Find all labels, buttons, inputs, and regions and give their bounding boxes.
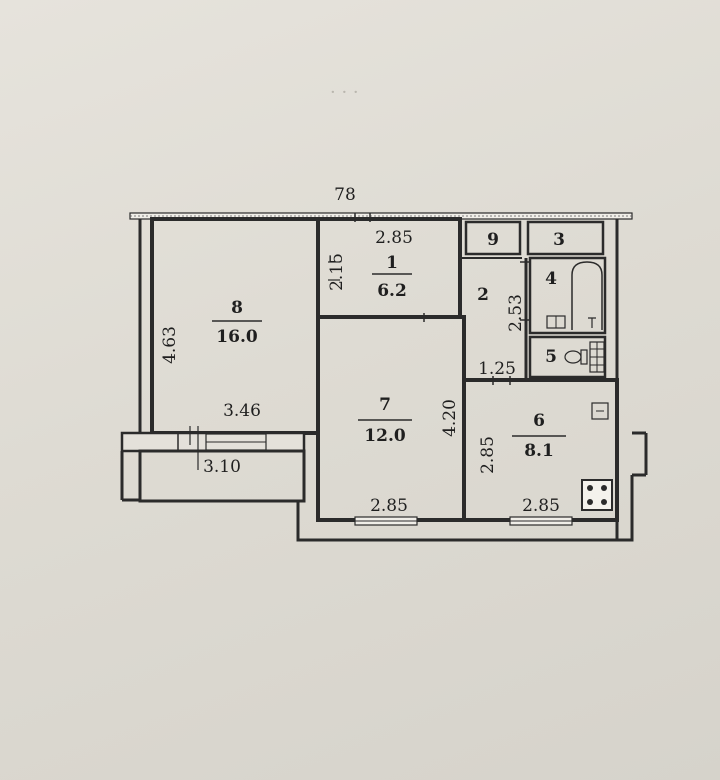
dim-room7-height: 4.20 <box>440 399 460 437</box>
toilet-icon <box>564 341 605 373</box>
room-1-number: 1 <box>386 253 398 273</box>
room-2-walls <box>459 219 530 385</box>
balcony <box>120 431 306 503</box>
dim-corridor-width: 1.25 <box>478 359 516 379</box>
dim-room6-height: 2.85 <box>478 436 498 474</box>
dim-room6-width: 2.85 <box>522 496 560 516</box>
room-7-area: 12.0 <box>364 426 406 446</box>
dimension-marks <box>189 261 340 470</box>
room-1-area: 6.2 <box>377 281 407 301</box>
room-6-walls <box>462 378 619 526</box>
dim-room1-height: 2.15 <box>327 253 347 291</box>
room-2-number: 2 <box>477 285 489 305</box>
dim-room2-height: 2.53 <box>506 294 526 332</box>
dim-balcony-width: 3.10 <box>203 457 241 477</box>
room-5-number: 5 <box>545 347 557 367</box>
room-6-area: 8.1 <box>524 441 554 461</box>
dim-room8-height: 4.63 <box>160 326 180 364</box>
top-label: 78 <box>334 185 356 205</box>
room-7-number: 7 <box>379 395 391 415</box>
dim-room8-width: 3.46 <box>223 401 261 421</box>
dim-room1-width: 2.85 <box>375 228 413 248</box>
dim-room7-width: 2.85 <box>370 496 408 516</box>
room-3-number: 3 <box>553 230 565 250</box>
room-8-number: 8 <box>231 298 243 318</box>
bathtub-icon <box>546 261 603 330</box>
room-9-number: 9 <box>487 230 499 250</box>
room-3-walls <box>526 220 605 256</box>
stove-icon <box>581 479 613 511</box>
room-6-number: 6 <box>533 411 545 431</box>
room-4-walls <box>528 256 607 335</box>
room-4-number: 4 <box>545 269 557 289</box>
fraction-bars <box>212 273 566 437</box>
room-9-walls <box>464 220 522 256</box>
room-8-area: 16.0 <box>216 327 258 347</box>
room-5-walls <box>528 335 607 379</box>
faint-mark: · · · <box>330 82 359 103</box>
